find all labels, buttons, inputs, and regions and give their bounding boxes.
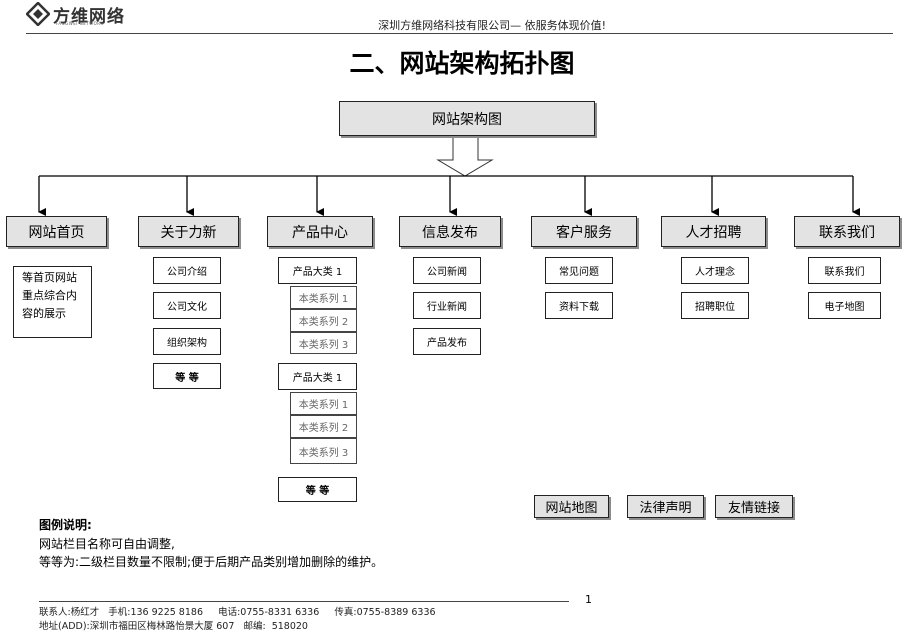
legend-title: 图例说明:: [39, 518, 92, 532]
product-series[interactable]: 本类系列 3: [290, 438, 357, 464]
logo-diamond-icon: [26, 2, 50, 26]
jobs-item[interactable]: 人才理念: [681, 257, 749, 284]
nav-home[interactable]: 网站首页: [6, 216, 107, 247]
legend-line-1: 网站栏目名称可自由调整,: [39, 537, 175, 551]
product-series[interactable]: 本类系列 1: [290, 392, 357, 415]
product-category[interactable]: 产品大类 1: [278, 257, 357, 284]
home-note: 等首页网站重点综合内容的展示: [13, 266, 92, 338]
contact-item[interactable]: 联系我们: [808, 257, 881, 284]
news-item[interactable]: 行业新闻: [413, 292, 481, 319]
contact-line-1: 联系人:杨红才 手机:136 9225 8186 电话:0755-8331 63…: [39, 607, 436, 618]
nav-about[interactable]: 关于力新: [138, 216, 239, 247]
nav-news[interactable]: 信息发布: [399, 216, 501, 247]
products-more: 等 等: [278, 477, 357, 502]
product-category[interactable]: 产品大类 1: [278, 363, 357, 390]
friend-links[interactable]: 友情链接: [715, 495, 793, 518]
nav-service[interactable]: 客户服务: [531, 216, 637, 247]
product-series[interactable]: 本类系列 2: [290, 309, 357, 332]
nav-contact[interactable]: 联系我们: [794, 216, 900, 247]
footer-rule: [39, 601, 569, 602]
service-item[interactable]: 资料下载: [545, 292, 613, 319]
sitemap-link[interactable]: 网站地图: [534, 495, 609, 518]
product-series[interactable]: 本类系列 1: [290, 286, 357, 309]
service-item[interactable]: 常见问题: [545, 257, 613, 284]
page-title: 二、网站架构拓扑图: [349, 49, 575, 78]
contact-line-2: 地址(ADD):深圳市福田区梅林路怡景大厦 607 邮编: 518020: [39, 621, 308, 632]
news-item[interactable]: 产品发布: [413, 328, 481, 355]
about-item[interactable]: 组织架构: [153, 328, 221, 355]
page-number: 1: [585, 593, 592, 606]
logo: 方维网络 FANGWEI NETWORK: [26, 2, 126, 28]
nav-products[interactable]: 产品中心: [267, 216, 373, 247]
logo-text: 方维网络: [53, 7, 125, 27]
product-series[interactable]: 本类系列 3: [290, 332, 357, 354]
legal-link[interactable]: 法律声明: [627, 495, 704, 518]
product-series[interactable]: 本类系列 2: [290, 415, 357, 438]
hollow-down-arrow-icon: [436, 135, 494, 177]
company-slogan: 深圳方维网络科技有限公司— 依服务体现价值!: [378, 19, 606, 32]
about-item[interactable]: 公司介绍: [153, 257, 221, 284]
about-item[interactable]: 公司文化: [153, 292, 221, 319]
logo-tagline: FANGWEI NETWORK: [56, 21, 104, 26]
header-rule: [26, 33, 893, 34]
root-node: 网站架构图: [339, 101, 595, 136]
jobs-item[interactable]: 招聘职位: [681, 292, 749, 319]
news-item[interactable]: 公司新闻: [413, 257, 481, 284]
contact-item[interactable]: 电子地图: [808, 292, 881, 319]
nav-jobs[interactable]: 人才招聘: [661, 216, 766, 247]
about-more: 等 等: [153, 363, 221, 389]
legend-line-2: 等等为:二级栏目数量不限制;便于后期产品类别增加删除的维护。: [39, 555, 384, 569]
